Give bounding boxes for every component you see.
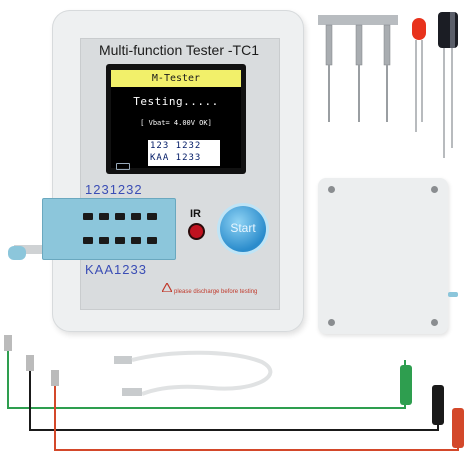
device-title: Multi-function Tester -TC1 — [98, 42, 259, 58]
screw-icon — [328, 186, 335, 193]
spare-case — [318, 178, 448, 334]
socket-hole — [99, 213, 109, 220]
case-clip — [448, 292, 458, 297]
socket-hole — [83, 237, 93, 244]
socket-pin-labels-top: 1231232 — [85, 182, 143, 197]
start-button-label: Start — [230, 221, 256, 235]
zif-lever-arm[interactable] — [14, 245, 44, 254]
test-leads-icon — [4, 335, 464, 451]
zif-lever-knob[interactable] — [8, 246, 26, 260]
lcd-pin-row-top: 123 1232 — [150, 141, 202, 151]
usb-cable-icon — [114, 350, 273, 396]
ir-receiver-icon — [190, 225, 203, 238]
lcd-battery-voltage: [ Vbat= 4.00V OK] — [140, 119, 212, 127]
zif-socket[interactable] — [42, 198, 176, 260]
lcd-header: M-Tester — [111, 70, 241, 87]
socket-hole — [115, 213, 125, 220]
battery-icon — [116, 163, 130, 170]
lcd-status-text: Testing..... — [133, 95, 219, 108]
capacitor-icon — [438, 12, 458, 158]
red-led-icon — [412, 18, 426, 132]
socket-hole — [147, 237, 157, 244]
screw-icon — [431, 319, 438, 326]
socket-hole — [131, 237, 141, 244]
warning-triangle-icon — [162, 283, 172, 292]
start-button[interactable] — [220, 206, 266, 252]
socket-hole — [83, 213, 93, 220]
lcd-pin-row-bottom: KAA 1233 — [150, 153, 202, 163]
pin-leads-icon — [318, 15, 398, 122]
lcd-pin-table: 123 1232 KAA 1233 — [148, 140, 220, 166]
socket-hole — [131, 213, 141, 220]
screw-icon — [431, 186, 438, 193]
screw-icon — [328, 319, 335, 326]
socket-hole — [99, 237, 109, 244]
socket-hole — [147, 213, 157, 220]
socket-pin-labels-bottom: KAA1233 — [85, 262, 147, 277]
socket-hole — [115, 237, 125, 244]
discharge-warning: please discharge before testing — [174, 289, 258, 295]
ir-label: IR — [190, 208, 201, 220]
